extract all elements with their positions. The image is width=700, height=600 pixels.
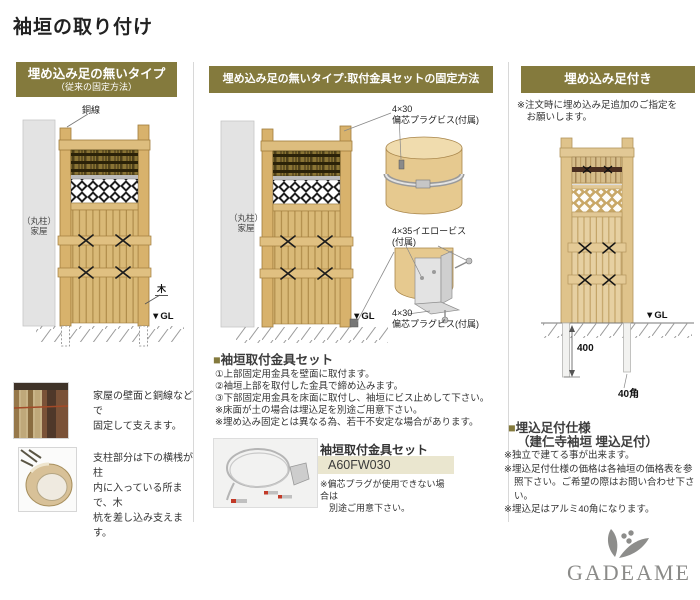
col1-wall-label: （丸柱） 家屋 bbox=[21, 216, 56, 236]
col2-screw-top-label: 4×30 偏芯プラグビス(付属) bbox=[392, 104, 479, 125]
col2-gl-label: ▼GL bbox=[352, 311, 375, 322]
step-2: ②袖垣上部を取付した金具で締め込みます。 bbox=[215, 381, 404, 392]
house-wall bbox=[220, 120, 255, 328]
col3-order-note: ※注文時に埋め込み足追加のご指定を お願いします。 bbox=[517, 100, 677, 123]
col3-section-title: ■埋込足付仕様 bbox=[508, 421, 591, 435]
detail-base-bracket bbox=[394, 247, 473, 324]
col1-caption-2: 支柱部分は下の横桟が柱 内に入っている所まで、木 杭を差し込み支えます。 bbox=[93, 453, 193, 539]
col1-header: 埋め込み足の無いタイプ （従来の固定方法） bbox=[16, 62, 177, 97]
col1-wood-label: 木 bbox=[155, 284, 169, 296]
col3-notes: ※独立で建てる事が出来ます。 ※埋込足付仕様の価格は各袖垣の価格表を参照下さい。… bbox=[504, 449, 698, 517]
col1-fence-diagram bbox=[22, 113, 184, 347]
col3-header-main: 埋め込み足付き bbox=[564, 72, 652, 86]
house-wall bbox=[22, 119, 56, 327]
col2-header-main: 埋め込み足の無いタイプ:取付金具セットの固定方法 bbox=[222, 73, 480, 85]
col3-section-sub: （建仁寺袖垣 埋込足付） bbox=[517, 435, 658, 449]
logo-wordmark: GADEAME bbox=[567, 560, 691, 585]
product-name: 袖垣取付金具セット bbox=[320, 443, 429, 457]
col3-fence-diagram bbox=[541, 137, 694, 389]
leader-to-band-detail bbox=[343, 112, 392, 132]
col2-screw-yellow-label: 4×35イエロービス (付属) bbox=[392, 226, 467, 247]
base-bracket-mark bbox=[349, 318, 359, 328]
col2-wall-label: （丸柱） 家屋 bbox=[228, 213, 263, 233]
photo-fitting-kit bbox=[213, 438, 318, 508]
section-bullet: ■ bbox=[213, 353, 221, 367]
embedded-leg-left bbox=[562, 322, 570, 378]
col3-gl-label: ▼GL bbox=[645, 310, 668, 321]
col2-header: 埋め込み足の無いタイプ:取付金具セットの固定方法 bbox=[209, 66, 493, 93]
col3-header: 埋め込み足付き bbox=[521, 66, 695, 93]
step-3: ③下部固定用金具を床面に取付し、袖垣にビス止めして下さい。 bbox=[215, 393, 490, 404]
col2-fence-diagram bbox=[220, 112, 473, 343]
col1-caption-1: 家屋の壁面と銅線などで 固定して支えます。 bbox=[93, 391, 193, 432]
col2-steps: ①上部固定用金具を壁面に取付ます。 ②袖垣上部を取付した金具で締め込みます。 ③… bbox=[215, 369, 493, 429]
step-note-2: ※埋め込み固定とは異なる為、若干不安定な場合があります。 bbox=[215, 417, 479, 428]
product-note: ※偏芯プラグが使用できない場合は 別途ご用意下さい。 bbox=[320, 479, 445, 513]
col2-section-title: ■袖垣取付金具セット bbox=[213, 353, 334, 367]
col1-wire-label: 銅線 bbox=[82, 105, 101, 115]
column-divider bbox=[508, 62, 509, 522]
col3-note-3: ※埋込足はアルミ40角になります。 bbox=[504, 504, 655, 515]
col1-header-sub: （従来の固定方法） bbox=[55, 81, 137, 92]
step-1: ①上部固定用金具を壁面に取付ます。 bbox=[215, 369, 375, 380]
detail-post-band bbox=[383, 136, 465, 215]
col3-note-2: ※埋込足付仕様の価格は各袖垣の価格表を参照下さい。ご希望の際はお問い合わせ下さい… bbox=[504, 463, 695, 502]
embedded-leg-right bbox=[623, 322, 631, 373]
col3-note-1: ※独立で建てる事が出来ます。 bbox=[504, 450, 635, 461]
wood-stake-left bbox=[61, 325, 70, 347]
wood-leader-line bbox=[144, 294, 161, 305]
wire-leader-line bbox=[66, 113, 89, 128]
section-bullet: ■ bbox=[508, 421, 516, 435]
col3-leg-size-label: 40角 bbox=[618, 389, 640, 400]
photo-wall-fixing bbox=[13, 382, 69, 439]
leader-to-bracket-detail bbox=[356, 251, 395, 323]
column-divider bbox=[193, 62, 194, 522]
logo-leaf-icon bbox=[607, 529, 649, 558]
step-note-1: ※床面が土の場合は埋込足を別途ご用意下さい。 bbox=[215, 405, 423, 416]
photo-post-stake bbox=[18, 447, 77, 512]
col1-gl-label: ▼GL bbox=[151, 311, 174, 322]
col2-screw-bottom-label: 4×30 偏芯プラグビス(付属) bbox=[392, 308, 479, 329]
wood-stake-right bbox=[139, 325, 148, 347]
col1-header-main: 埋め込み足の無いタイプ bbox=[27, 66, 166, 81]
page-title: 袖垣の取り付け bbox=[13, 17, 154, 38]
col3-dimension-label: 400 bbox=[577, 343, 594, 354]
product-code: A60FW030 bbox=[318, 456, 454, 474]
